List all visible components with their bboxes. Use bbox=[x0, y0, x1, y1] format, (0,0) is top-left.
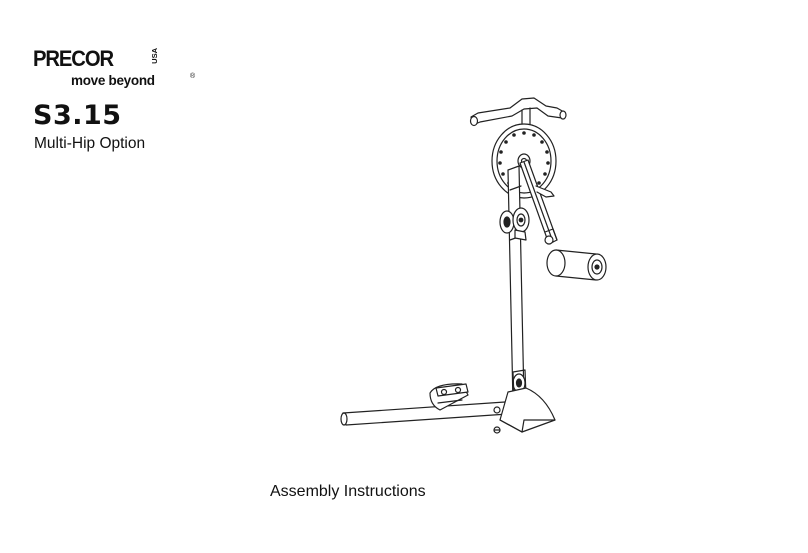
pulley-assembly bbox=[499, 207, 530, 241]
product-name: Multi-Hip Option bbox=[34, 135, 146, 152]
main-column bbox=[507, 165, 525, 405]
handlebar bbox=[469, 97, 567, 127]
precor-logo: PRECOR USA move beyond ® bbox=[33, 46, 195, 98]
base-frame bbox=[340, 387, 556, 434]
foot-plate bbox=[429, 383, 469, 411]
document-type: Assembly Instructions bbox=[270, 483, 426, 500]
logo-tagline: move beyond bbox=[71, 73, 155, 88]
roller-pad bbox=[546, 249, 607, 281]
logo-brand-name: PRECOR bbox=[33, 46, 114, 71]
logo-registered-mark: ® bbox=[190, 73, 196, 80]
pivot-arm bbox=[519, 159, 558, 245]
model-number: S3.15 bbox=[33, 100, 122, 131]
